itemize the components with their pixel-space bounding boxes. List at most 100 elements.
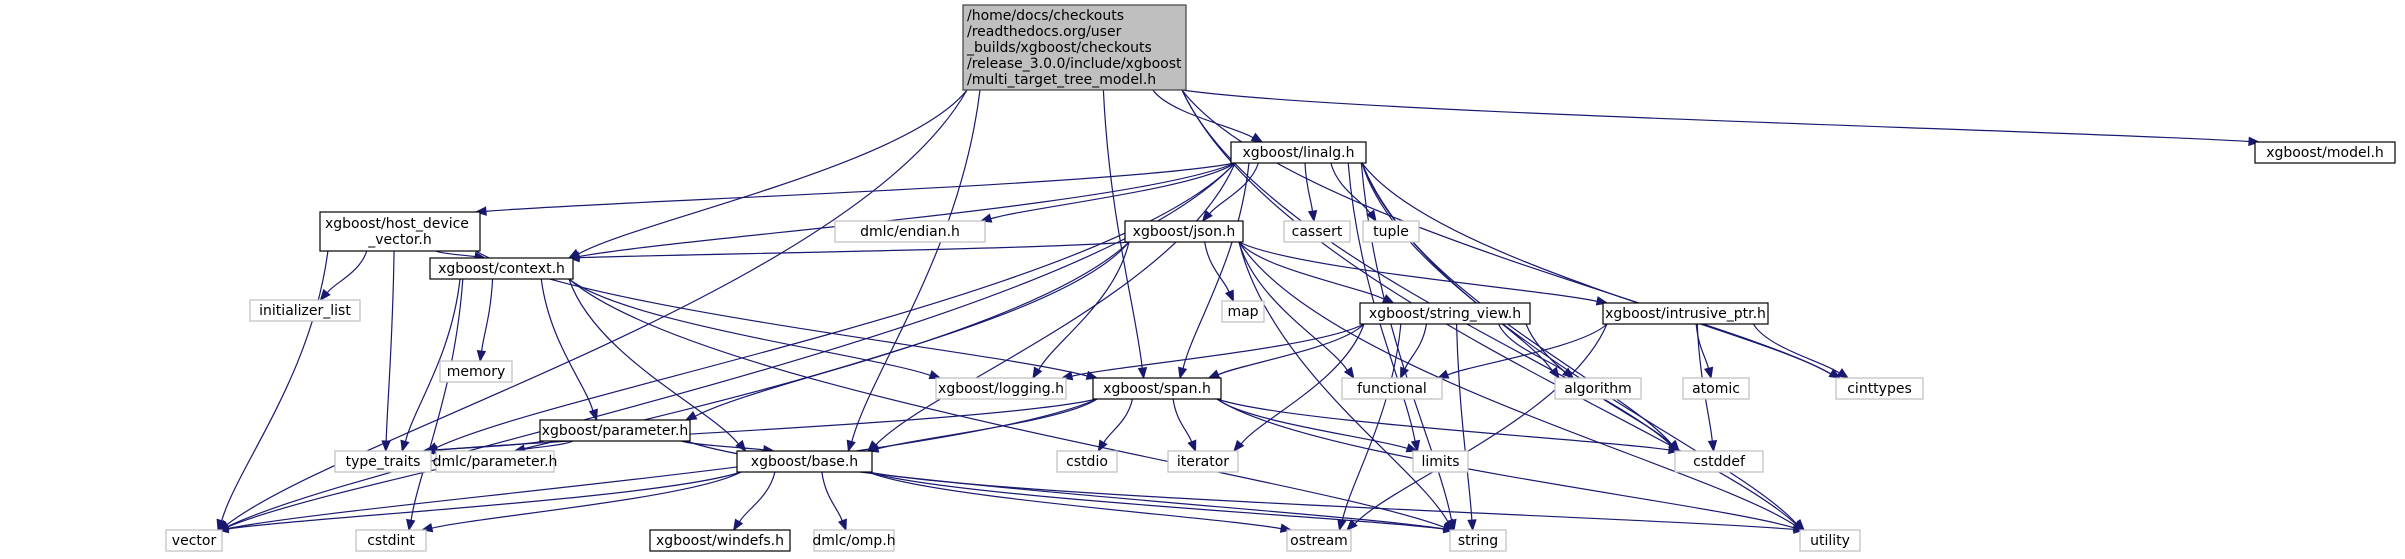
node-model[interactable]: xgboost/model.h xyxy=(2254,141,2396,164)
edge-line xyxy=(1181,89,1672,446)
edge-arrowhead xyxy=(1703,366,1714,380)
node-label: limits xyxy=(1421,454,1459,470)
edge-line xyxy=(1361,162,1832,375)
edge-arrowhead xyxy=(1346,519,1358,531)
node-root[interactable]: /home/docs/checkouts/readthedocs.org/use… xyxy=(962,4,1187,91)
graph-nodes: /home/docs/checkouts/readthedocs.org/use… xyxy=(165,4,2396,552)
node-box xyxy=(355,529,427,552)
edge-line xyxy=(435,250,476,258)
edge-linalg-to-algorithm xyxy=(1361,162,1560,380)
node-utility: utility xyxy=(1799,529,1861,552)
node-hdv[interactable]: xgboost/host_device_vector.h xyxy=(319,211,481,252)
edge-intrusive-to-atomic xyxy=(1695,323,1714,380)
node-label: vector xyxy=(172,533,217,549)
edge-line xyxy=(681,440,764,451)
edge-linalg-to-limits xyxy=(1347,162,1421,453)
edge-root-to-cinttypes xyxy=(1181,89,1842,379)
node-cstdint: cstdint xyxy=(355,529,427,552)
node-label: xgboost/linalg.h xyxy=(1242,145,1354,161)
edge-arrowhead xyxy=(1233,439,1245,453)
node-strview[interactable]: xgboost/string_view.h xyxy=(1359,302,1531,325)
node-box xyxy=(1359,302,1531,325)
edge-context-to-memory xyxy=(476,278,494,363)
edge-line xyxy=(227,398,1098,530)
node-box xyxy=(2254,141,2396,164)
node-label: xgboost/base.h xyxy=(751,454,858,470)
edge-context-to-cstdint xyxy=(406,278,464,532)
edge-line xyxy=(1216,398,1795,529)
node-json[interactable]: xgboost/json.h xyxy=(1124,220,1244,243)
node-box xyxy=(813,529,895,552)
node-label: iterator xyxy=(1177,454,1229,470)
edge-arrowhead xyxy=(1201,209,1213,223)
node-base[interactable]: xgboost/base.h xyxy=(736,450,873,473)
node-atomic: atomic xyxy=(1682,377,1750,400)
edge-arrowhead xyxy=(1467,519,1477,532)
node-ostream: ostream xyxy=(1286,529,1352,552)
node-span[interactable]: xgboost/span.h xyxy=(1092,377,1222,400)
node-box xyxy=(1124,220,1244,243)
edge-strview-to-string xyxy=(1455,323,1477,532)
edge-intrusive-to-functional xyxy=(1436,323,1608,379)
edge-base-to-omp xyxy=(821,471,847,532)
node-box xyxy=(1412,450,1469,473)
edge-line xyxy=(578,162,1236,258)
node-label: memory xyxy=(447,364,506,380)
node-context[interactable]: xgboost/context.h xyxy=(429,257,574,280)
edge-arrowhead xyxy=(1032,366,1043,380)
edge-line xyxy=(385,250,395,442)
edge-span-to-cstdio xyxy=(1097,398,1134,453)
edge-line xyxy=(404,278,461,442)
edge-arrowhead xyxy=(1405,443,1419,453)
edge-base-to-windefs xyxy=(733,471,776,532)
node-parameter[interactable]: xgboost/parameter.h xyxy=(539,419,691,442)
node-box xyxy=(319,211,481,252)
node-label: atomic xyxy=(1692,381,1740,397)
node-label: cassert xyxy=(1292,224,1343,240)
node-windefs[interactable]: xgboost/windefs.h xyxy=(649,529,791,552)
node-label: _builds/xgboost/checkouts xyxy=(966,40,1152,56)
node-label: dmlc/omp.h xyxy=(812,533,895,549)
node-label: string xyxy=(1458,533,1498,549)
edge-line xyxy=(877,398,1098,450)
node-linalg[interactable]: xgboost/linalg.h xyxy=(1230,141,1367,164)
edge-line xyxy=(1204,241,1230,293)
node-map: map xyxy=(1221,300,1265,323)
edge-arrowhead xyxy=(733,518,744,532)
edge-line xyxy=(1238,241,1385,300)
edge-line xyxy=(485,162,1236,212)
node-label: /home/docs/checkouts xyxy=(967,8,1124,24)
edge-strview-to-logging xyxy=(1060,323,1365,381)
node-string: string xyxy=(1449,529,1507,552)
edge-line xyxy=(433,440,545,451)
node-label: type_traits xyxy=(346,454,421,470)
edge-root-to-span xyxy=(1102,89,1148,380)
edge-line xyxy=(436,162,1236,449)
node-cstdio: cstdio xyxy=(1056,450,1118,473)
edge-strview-to-functional xyxy=(1400,323,1428,380)
node-intrusive[interactable]: xgboost/intrusive_ptr.h xyxy=(1602,302,1769,325)
node-dmlcparam: dmlc/parameter.h xyxy=(433,450,557,473)
node-label: xgboost/host_device xyxy=(325,216,469,232)
edge-line xyxy=(1209,162,1260,215)
edge-line xyxy=(1455,323,1473,521)
node-box xyxy=(649,529,791,552)
edge-context-to-string xyxy=(568,278,1456,531)
edge-line xyxy=(1347,162,1416,442)
edge-linalg-to-cassert xyxy=(1304,162,1318,223)
edge-arrowhead xyxy=(2248,136,2261,147)
edge-arrowhead xyxy=(1177,366,1188,380)
edge-arrowhead xyxy=(1337,518,1347,532)
edge-line xyxy=(1404,323,1428,370)
node-label: /readthedocs.org/user xyxy=(967,24,1122,40)
edge-line xyxy=(227,241,1130,528)
edge-line xyxy=(1341,323,1402,521)
edge-line xyxy=(867,471,1795,530)
edge-arrowhead xyxy=(381,440,391,453)
edge-linalg-to-hdv xyxy=(474,162,1236,216)
edge-line xyxy=(990,162,1236,220)
edge-intrusive-to-ostream xyxy=(1346,323,1608,531)
node-vector: vector xyxy=(165,529,223,552)
node-label: cstdint xyxy=(367,533,415,549)
edge-line xyxy=(867,471,1445,530)
